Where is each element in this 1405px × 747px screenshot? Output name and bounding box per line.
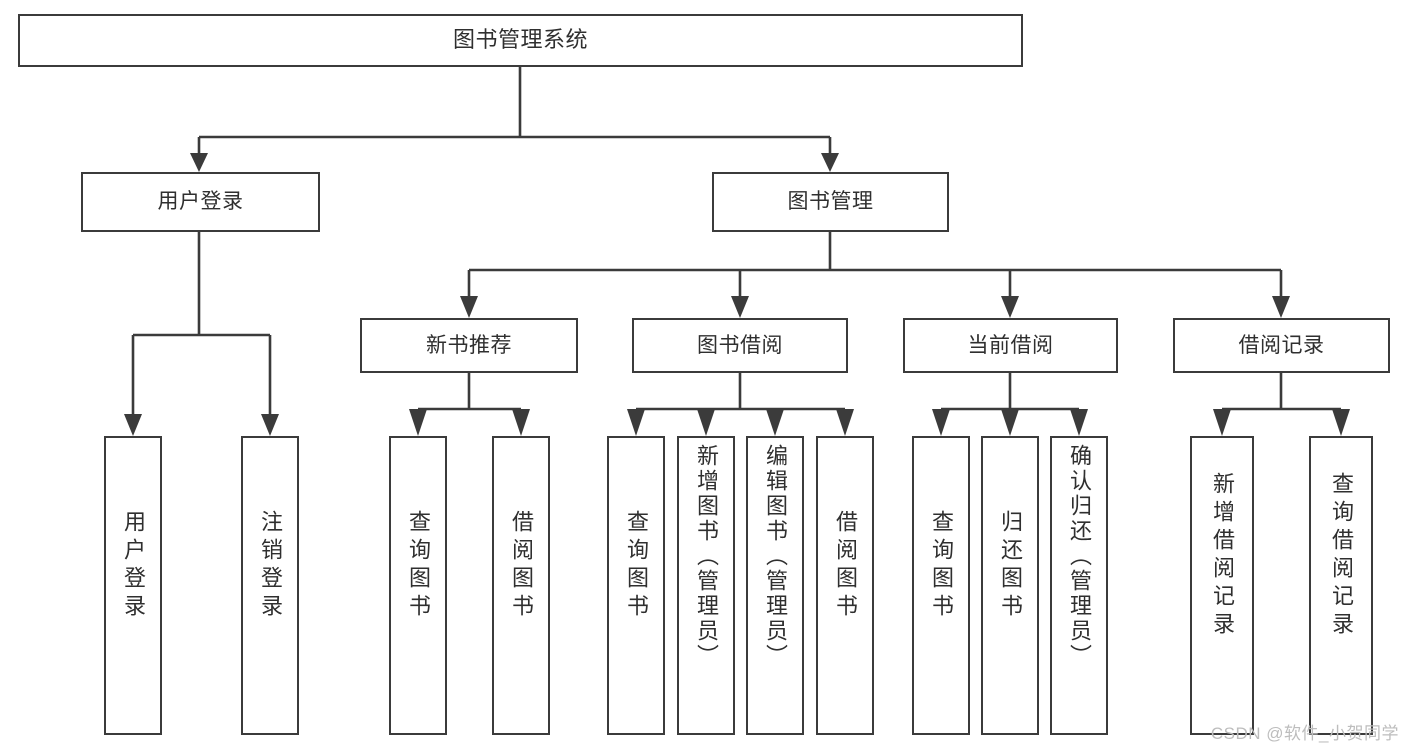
node-current-borrow[interactable]: 当前借阅 bbox=[903, 318, 1118, 373]
leaf-bb-query-book[interactable]: 查询图书 bbox=[607, 436, 665, 735]
leaf-bb-borrow-book[interactable]: 借阅图书 bbox=[816, 436, 874, 735]
node-borrow-record[interactable]: 借阅记录 bbox=[1173, 318, 1390, 373]
node-label: 新增借阅记录 bbox=[1210, 472, 1235, 640]
node-label: 借阅图书 bbox=[509, 510, 534, 622]
node-book-management[interactable]: 图书管理 bbox=[712, 172, 949, 232]
node-label: 查询图书 bbox=[406, 510, 431, 622]
node-label: 查询图书 bbox=[624, 510, 649, 622]
leaf-br-add-record[interactable]: 新增借阅记录 bbox=[1190, 436, 1254, 735]
arrowhead-borrow-record bbox=[1272, 296, 1290, 318]
arrowhead-br-add-record bbox=[1213, 409, 1231, 436]
leaf-nb-query-book[interactable]: 查询图书 bbox=[389, 436, 447, 735]
node-label: 确认归还（管理员） bbox=[1067, 444, 1092, 669]
node-label: 编辑图书（管理员） bbox=[763, 444, 788, 669]
node-label: 查询图书 bbox=[929, 510, 954, 622]
node-new-book-recommend[interactable]: 新书推荐 bbox=[360, 318, 578, 373]
node-label: 图书管理系统 bbox=[452, 27, 588, 53]
node-root-book-management-system[interactable]: 图书管理系统 bbox=[18, 14, 1023, 67]
leaf-bb-add-book[interactable]: 新增图书（管理员） bbox=[677, 436, 735, 735]
leaf-cb-query-book[interactable]: 查询图书 bbox=[912, 436, 970, 735]
node-label: 查询借阅记录 bbox=[1329, 472, 1354, 640]
leaf-cb-return-book[interactable]: 归还图书 bbox=[981, 436, 1039, 735]
arrowhead-bb-add-book bbox=[697, 409, 715, 436]
node-label: 借阅记录 bbox=[1238, 333, 1325, 357]
arrowhead-nb-query-book bbox=[409, 409, 427, 436]
leaf-cb-confirm-return[interactable]: 确认归还（管理员） bbox=[1050, 436, 1108, 735]
leaf-user-login[interactable]: 用户登录 bbox=[104, 436, 162, 735]
arrowhead-bb-borrow-book bbox=[836, 409, 854, 436]
arrowhead-bb-edit-book bbox=[766, 409, 784, 436]
leaf-bb-edit-book[interactable]: 编辑图书（管理员） bbox=[746, 436, 804, 735]
arrowhead-user-login bbox=[190, 153, 208, 172]
node-user-login[interactable]: 用户登录 bbox=[81, 172, 320, 232]
leaf-nb-borrow-book[interactable]: 借阅图书 bbox=[492, 436, 550, 735]
node-label: 图书管理 bbox=[787, 190, 874, 214]
arrowhead-cb-confirm-return bbox=[1070, 409, 1088, 436]
node-label: 用户登录 bbox=[121, 510, 146, 622]
node-label: 注销登录 bbox=[258, 510, 283, 622]
node-book-borrow[interactable]: 图书借阅 bbox=[632, 318, 848, 373]
arrowhead-new-book-recommend bbox=[460, 296, 478, 318]
arrowhead-leaf-logout bbox=[261, 414, 279, 436]
arrowhead-book-borrow bbox=[731, 296, 749, 318]
arrowhead-nb-borrow-book bbox=[512, 409, 530, 436]
arrowhead-book-mgmt bbox=[821, 153, 839, 172]
node-label: 新书推荐 bbox=[426, 333, 512, 357]
arrowhead-br-query-record bbox=[1332, 409, 1350, 436]
arrowhead-bb-query-book bbox=[627, 409, 645, 436]
arrowhead-current-borrow bbox=[1001, 296, 1019, 318]
csdn-watermark: CSDN @软件_小贺同学 bbox=[1210, 724, 1399, 743]
arrowhead-cb-return-book bbox=[1001, 409, 1019, 436]
node-label: 归还图书 bbox=[998, 510, 1023, 622]
leaf-logout[interactable]: 注销登录 bbox=[241, 436, 299, 735]
leaf-br-query-record[interactable]: 查询借阅记录 bbox=[1309, 436, 1373, 735]
node-label: 图书借阅 bbox=[697, 333, 783, 357]
node-label: 当前借阅 bbox=[967, 333, 1054, 357]
arrowhead-leaf-user-login bbox=[124, 414, 142, 436]
node-label: 借阅图书 bbox=[833, 510, 858, 622]
node-label: 新增图书（管理员） bbox=[694, 444, 719, 669]
node-label: 用户登录 bbox=[157, 190, 244, 214]
arrowhead-cb-query-book bbox=[932, 409, 950, 436]
